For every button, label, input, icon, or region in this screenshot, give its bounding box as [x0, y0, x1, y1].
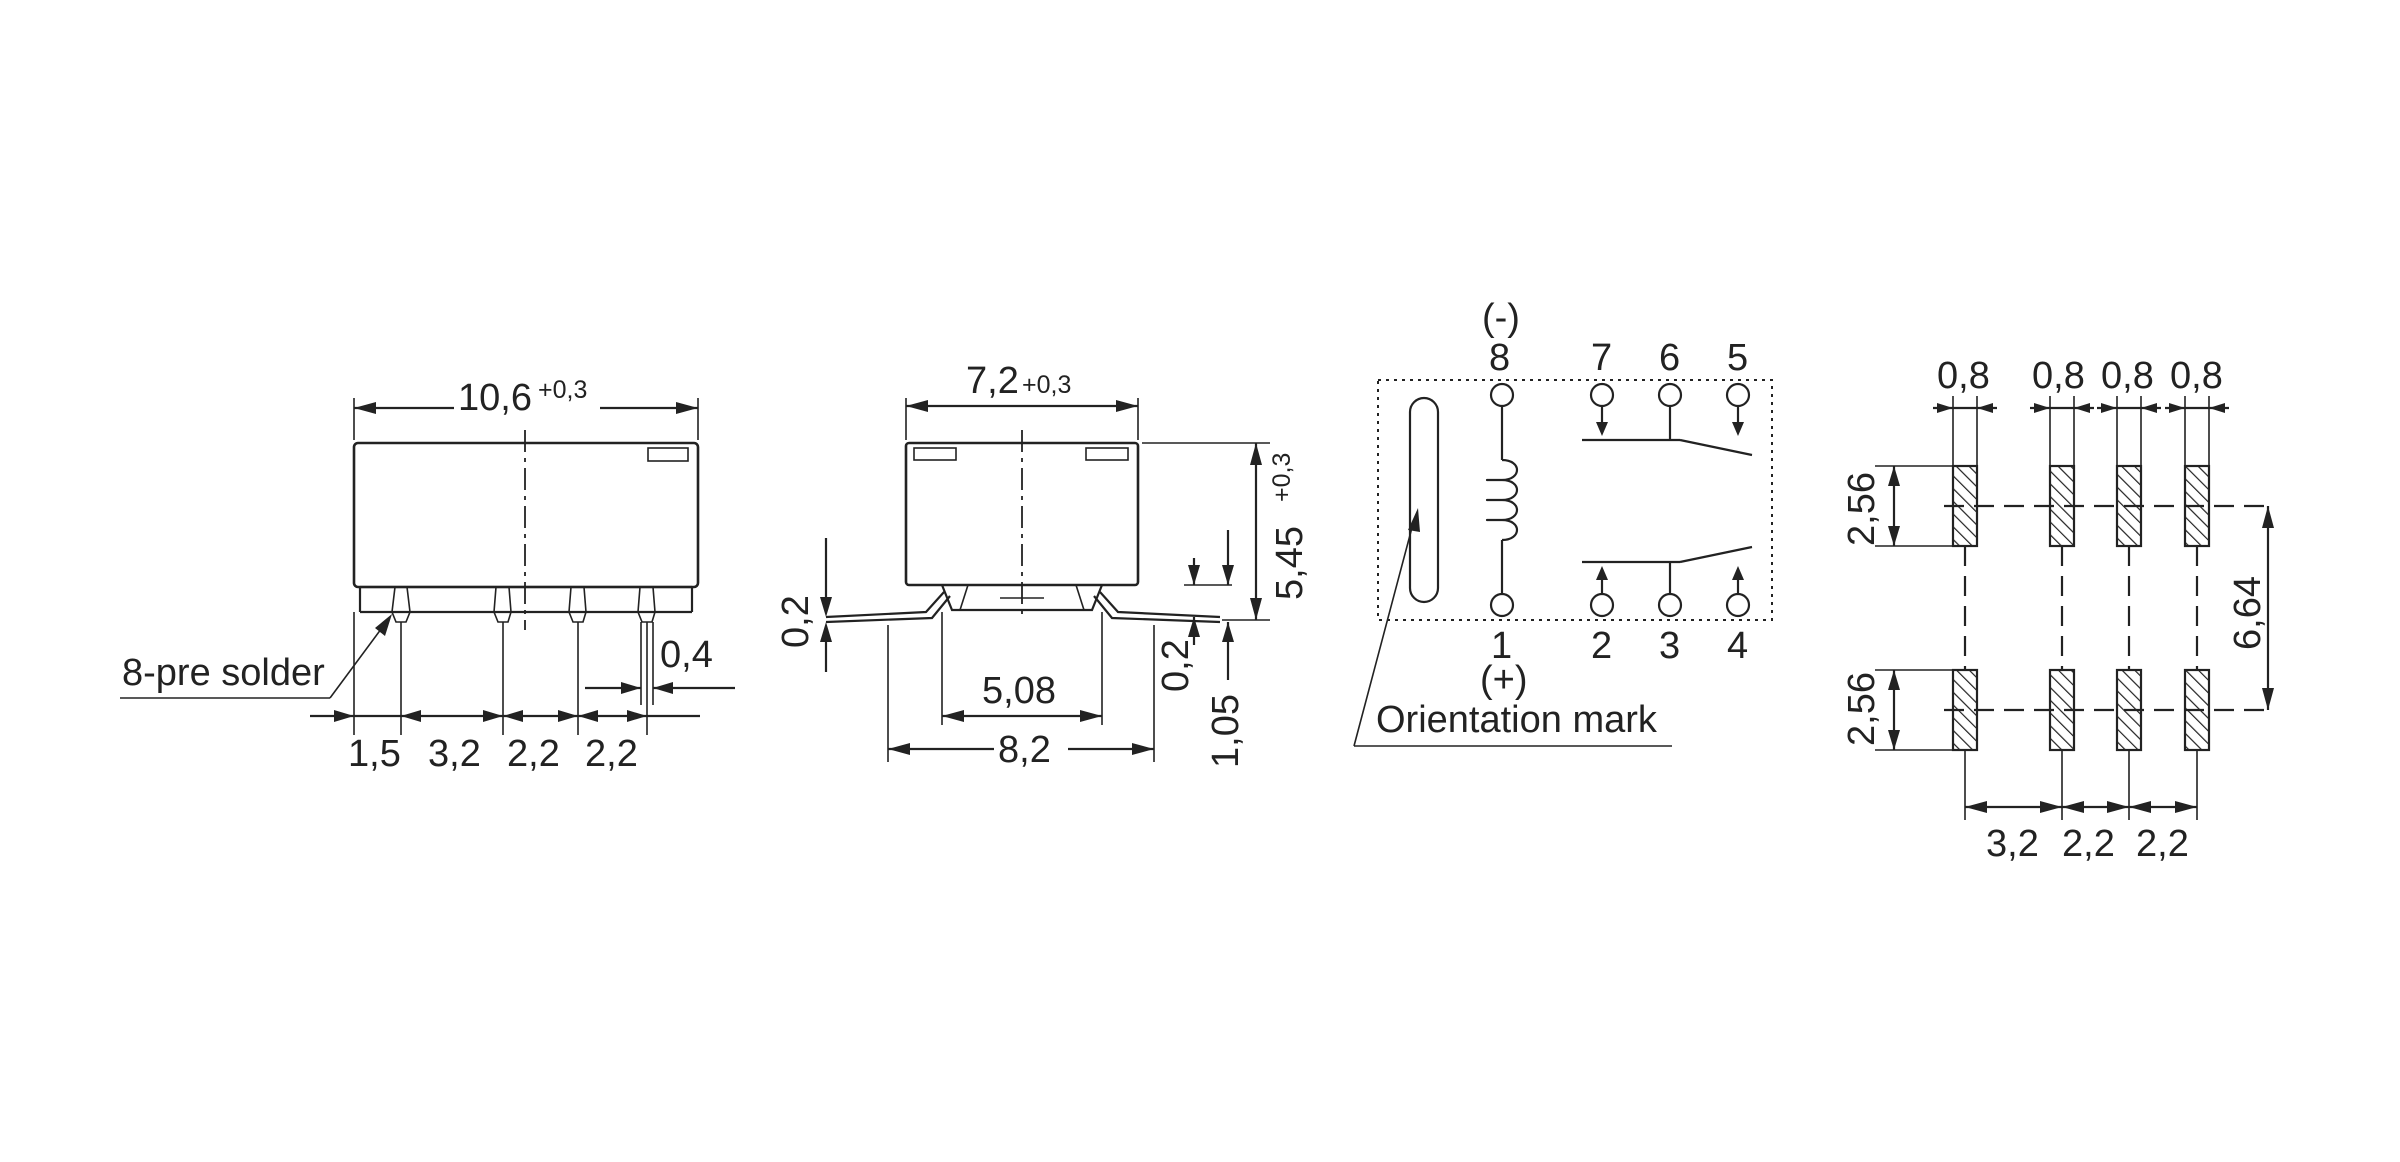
pin-5-label: 5: [1727, 337, 1748, 379]
side-pitch-4: 2,2: [585, 733, 638, 775]
solder-note: 8-pre solder: [122, 652, 325, 694]
minus-label: (-): [1482, 297, 1520, 339]
end-width-tolerance: +0,3: [1022, 371, 1071, 399]
pcb-pad-layout: 0,8 0,8 0,8 0,8 2,56 2,56 6,64: [1841, 355, 2274, 865]
pin-8-label: 8: [1489, 337, 1510, 379]
pad-top-1: [1951, 464, 1979, 548]
pad-bottom-3: [2115, 668, 2143, 752]
pad-top-3: [2115, 464, 2143, 548]
pin-4-label: 4: [1727, 625, 1748, 667]
end-lead-thickness-left: 0,2: [775, 595, 817, 648]
end-lead-thickness-right: 0,2: [1155, 639, 1197, 692]
pad-pitch-2: 2,2: [2062, 823, 2115, 865]
end-height-tolerance: +0,3: [1268, 453, 1296, 502]
pin-1-label: 1: [1491, 625, 1512, 667]
pad-width-1: 0,8: [1937, 355, 1990, 397]
side-pitch-3: 2,2: [507, 733, 560, 775]
side-view: 10,6 +0,3 1,5 3,2 2,2 2,2 0,4 8-pre sol: [120, 376, 735, 775]
orientation-note: Orientation mark: [1376, 699, 1658, 741]
pad-bottom-1: [1951, 668, 1979, 752]
pad-width-dims: 0,8 0,8 0,8 0,8: [1933, 355, 2229, 466]
pad-pitch-1: 3,2: [1986, 823, 2039, 865]
coil-symbol: [1485, 458, 1519, 542]
pad-bottom-2: [2048, 668, 2076, 752]
pad-bottom-4: [2183, 668, 2211, 752]
side-length-tolerance: +0,3: [538, 376, 587, 404]
side-length-value: 10,6: [458, 377, 532, 419]
pad-width-3: 0,8: [2101, 355, 2154, 397]
orientation-notch: [647, 447, 689, 462]
pad-top-4: [2183, 464, 2211, 548]
end-width-value: 7,2: [966, 360, 1019, 402]
end-height-value: 5,45: [1269, 526, 1311, 600]
schematic-outline: [1377, 379, 1773, 621]
pad-pitch-3: 2,2: [2136, 823, 2189, 865]
pin-7-label: 7: [1591, 337, 1612, 379]
pad-width-4: 0,8: [2170, 355, 2223, 397]
pad-length-bottom: 2,56: [1841, 672, 1883, 746]
end-view: 7,2 +0,3 5,45 +0,3 0,2 0,2 1,05: [775, 360, 1311, 771]
pin-schematic: (-) 8 7 6 5 1 2 3 4 (+) Orientation mark: [1353, 297, 1773, 747]
pad-length-top: 2,56: [1841, 472, 1883, 546]
pin-2-label: 2: [1591, 625, 1612, 667]
side-pitch-2: 3,2: [428, 733, 481, 775]
end-inner-span: 5,08: [982, 670, 1056, 712]
side-pin-width: 0,4: [660, 634, 713, 676]
plus-label: (+): [1480, 659, 1528, 701]
end-outer-span: 8,2: [998, 729, 1051, 771]
pin-6-label: 6: [1659, 337, 1680, 379]
side-view-body: [352, 441, 700, 589]
side-pitch-1: 1,5: [348, 733, 401, 775]
row-spacing: 6,64: [2227, 576, 2269, 650]
orientation-mark: [1408, 396, 1440, 604]
side-view-leads: [391, 586, 656, 623]
pad-width-2: 0,8: [2032, 355, 2085, 397]
end-standoff: 1,05: [1205, 694, 1247, 768]
pin-3-label: 3: [1659, 625, 1680, 667]
pad-top-2: [2048, 464, 2076, 548]
